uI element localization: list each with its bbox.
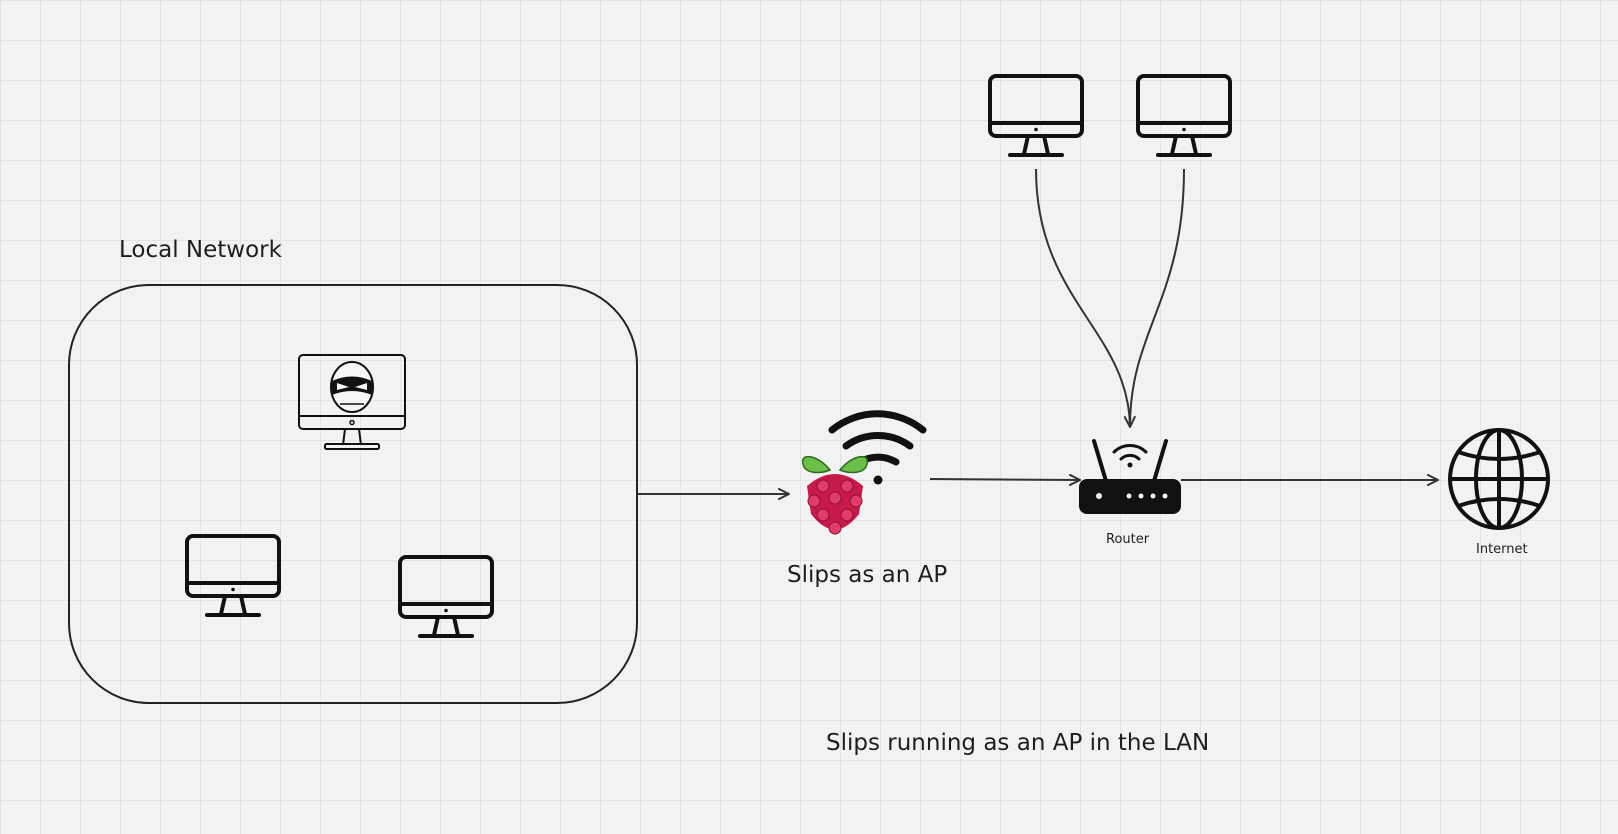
- edge-wan-pc-1-to-router: [1035, 168, 1136, 428]
- lan-pc-2-monitor-icon: [398, 555, 494, 638]
- router-label: Router: [1106, 532, 1150, 547]
- globe-icon: [1448, 428, 1550, 530]
- diagram-caption: Slips running as an AP in the LAN: [826, 730, 1210, 756]
- edge-wan-pc-2-to-router: [1129, 168, 1185, 427]
- lan-pc-1-monitor-icon: [185, 534, 281, 617]
- wan-pc-2-monitor-icon: [1136, 74, 1232, 157]
- local-network-label: Local Network: [119, 237, 282, 263]
- attacker-monitor-icon: [298, 354, 406, 450]
- edge-slips-to-router: [929, 473, 1081, 486]
- wan-pc-1-monitor-icon: [988, 74, 1084, 157]
- router-icon: [1079, 439, 1181, 514]
- raspberry-pi-wifi-icon: [802, 410, 927, 535]
- raspberry-icon: [802, 455, 868, 535]
- internet-label: Internet: [1476, 542, 1528, 557]
- local-network-group: [68, 284, 638, 704]
- slips-ap-label: Slips as an AP: [787, 562, 948, 588]
- wifi-icon: [828, 410, 927, 466]
